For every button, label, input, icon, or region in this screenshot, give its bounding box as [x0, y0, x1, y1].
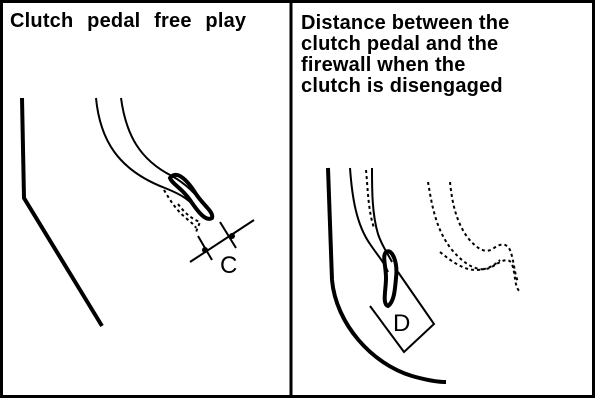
firewall-line [20, 97, 104, 328]
free-play-measure-line [189, 219, 255, 263]
firewall-line-right [326, 167, 447, 384]
free-play-point-upper [229, 233, 235, 239]
panel-title-firewall-distance: Distance between the clutch pedal and th… [301, 12, 510, 97]
distance-measure-box [369, 271, 436, 354]
released-pedal-dashed-pad [439, 251, 501, 272]
measurement-label-d: D [393, 310, 411, 337]
pedal-arm [95, 97, 201, 215]
released-pedal-dashed-inner [449, 181, 519, 283]
right-panel-drawing [326, 167, 521, 384]
pedal-pad-right [382, 249, 399, 309]
pedal-pad [167, 172, 215, 221]
free-play-point-lower [202, 247, 208, 253]
pedal-pad-dashed [177, 203, 202, 233]
measurement-label-c: C [220, 252, 238, 279]
panel-title-free-play: Clutch pedal free play [10, 10, 247, 32]
left-panel-drawing [20, 97, 255, 328]
released-pedal-dashed-outer [427, 181, 521, 293]
pedal-arm-right-inner [371, 167, 393, 263]
figure-frame [0, 0, 595, 398]
free-play-tick-upper [219, 221, 237, 249]
